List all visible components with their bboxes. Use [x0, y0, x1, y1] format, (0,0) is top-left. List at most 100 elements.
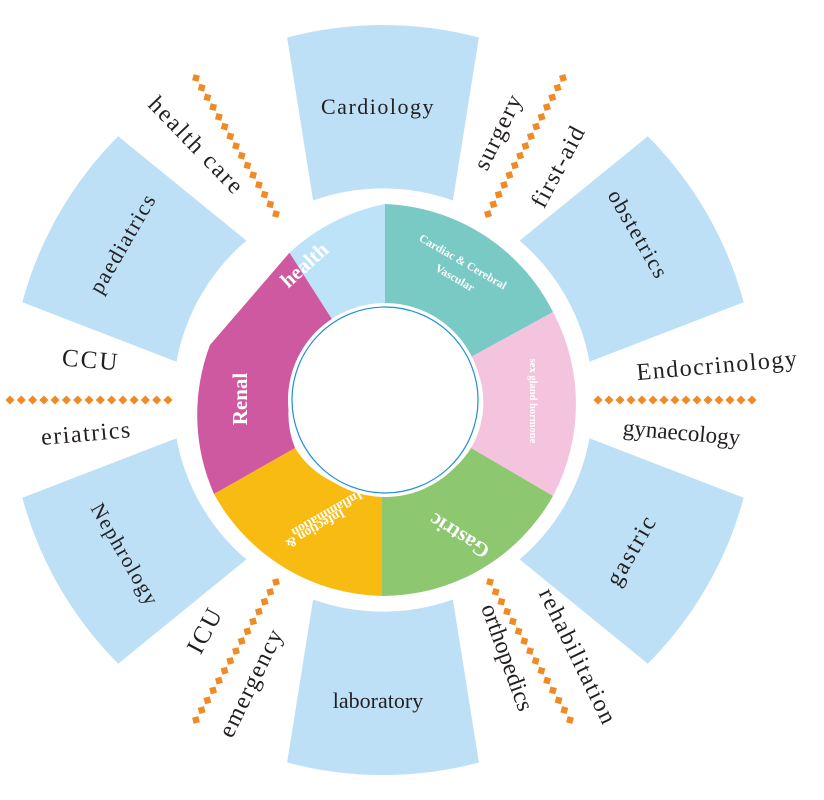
divider-dot [203, 93, 212, 102]
divider-dot [203, 696, 212, 705]
divider-dot [537, 112, 546, 121]
divider-dot [736, 395, 746, 405]
divider-dot [526, 132, 535, 141]
label-surgery: surgery [469, 89, 528, 174]
divider-dot [214, 676, 223, 685]
divider-dot [484, 210, 492, 218]
divider-dot [84, 395, 94, 405]
divider-dot [560, 706, 569, 715]
divider-dot [232, 647, 240, 655]
outer-sectors [22, 24, 744, 776]
dotted-line-health-care [192, 74, 280, 218]
divider-dot [531, 656, 540, 665]
divider-dot [254, 607, 263, 616]
divider-dot [497, 597, 506, 606]
divider-dot [548, 686, 557, 695]
divider-dot [514, 627, 523, 636]
inner-label-sex-gland: sex gland hormone [527, 359, 538, 444]
divider-dot [243, 161, 252, 170]
divider-dot [503, 607, 512, 616]
divider-dot [215, 113, 223, 121]
label-emergency: emergency [214, 624, 289, 742]
divider-dot [489, 200, 498, 209]
divider-dot [521, 142, 530, 150]
center-ring-line [291, 306, 479, 494]
divider-dot [505, 171, 514, 180]
divider-dot [692, 395, 702, 405]
divider-dot [542, 103, 551, 112]
divider-dot [5, 395, 15, 405]
divider-dot [510, 161, 519, 170]
divider-dot [237, 637, 246, 646]
divider-dot [192, 74, 200, 82]
divider-dot [681, 395, 691, 405]
divider-dot [543, 676, 552, 685]
divider-dot [494, 190, 503, 199]
divider-dot [266, 587, 275, 596]
center-circle [288, 303, 482, 497]
divider-dot [140, 395, 150, 405]
divider-dot [637, 395, 647, 405]
outer-sector-paediatrics [22, 136, 247, 362]
divider-dot [526, 647, 534, 655]
inner-segment-gastric [382, 448, 553, 597]
outer-label-cardiology: Cardiology [321, 94, 435, 119]
divider-dot [73, 395, 83, 405]
divider-dot [626, 395, 636, 405]
divider-dot [95, 395, 105, 405]
divider-dot [192, 716, 200, 724]
divider-dot [249, 617, 258, 626]
divider-dot [255, 181, 263, 189]
divider-dot [725, 395, 735, 405]
divider-dot [243, 627, 252, 636]
divider-dot [714, 395, 724, 405]
outer-sector-cardiology [287, 24, 479, 201]
divider-dot [703, 395, 713, 405]
divider-dot [486, 578, 494, 586]
divider-dot [249, 171, 257, 179]
divider-dot [209, 103, 217, 111]
divider-dot [559, 74, 567, 82]
inner-segment-sex-gland [471, 312, 576, 496]
divider-dot [566, 716, 574, 724]
inner-segment-renal [197, 252, 341, 494]
label-orthopedics: orthopedics [475, 601, 538, 715]
divider-dot [118, 395, 128, 405]
divider-dot [163, 395, 173, 405]
divider-dot [61, 395, 71, 405]
divider-dot [520, 637, 529, 646]
divider-dot [197, 706, 206, 715]
divider-dot [220, 666, 229, 675]
outer-sector-laboratory [287, 599, 479, 776]
divider-dot [604, 395, 614, 405]
divider-dot [593, 395, 603, 405]
divider-dot [260, 597, 269, 606]
divider-dot [553, 83, 562, 92]
divider-dot [272, 210, 280, 218]
label-ccu: CCU [61, 345, 121, 377]
divider-dot [491, 587, 500, 596]
divider-dot [532, 122, 541, 131]
divider-dot [266, 200, 275, 209]
divider-dot [209, 686, 218, 695]
divider-dot [548, 93, 557, 102]
dotted-line-eriatrics [5, 395, 173, 405]
inner-label-renal: Renal [228, 373, 252, 426]
divider-dot [747, 395, 757, 405]
label-endocrinology: Endocrinology [635, 346, 799, 386]
divider-dot [670, 395, 680, 405]
divider-dot [50, 395, 60, 405]
label-eriatrics: eriatrics [40, 417, 133, 451]
divider-dot [272, 578, 280, 586]
divider-dot [648, 395, 658, 405]
divider-dot [554, 696, 563, 705]
outer-sector-nephrology [22, 438, 247, 664]
divider-dot [237, 151, 246, 160]
divider-dot [197, 83, 206, 92]
dotted-line-endocrinology [593, 395, 757, 405]
divider-dot [39, 395, 49, 405]
divider-dot [226, 132, 235, 141]
dotted-line-orthopedics [486, 578, 574, 724]
outer-label-laboratory: laboratory [333, 688, 423, 713]
divider-dot [500, 180, 509, 189]
